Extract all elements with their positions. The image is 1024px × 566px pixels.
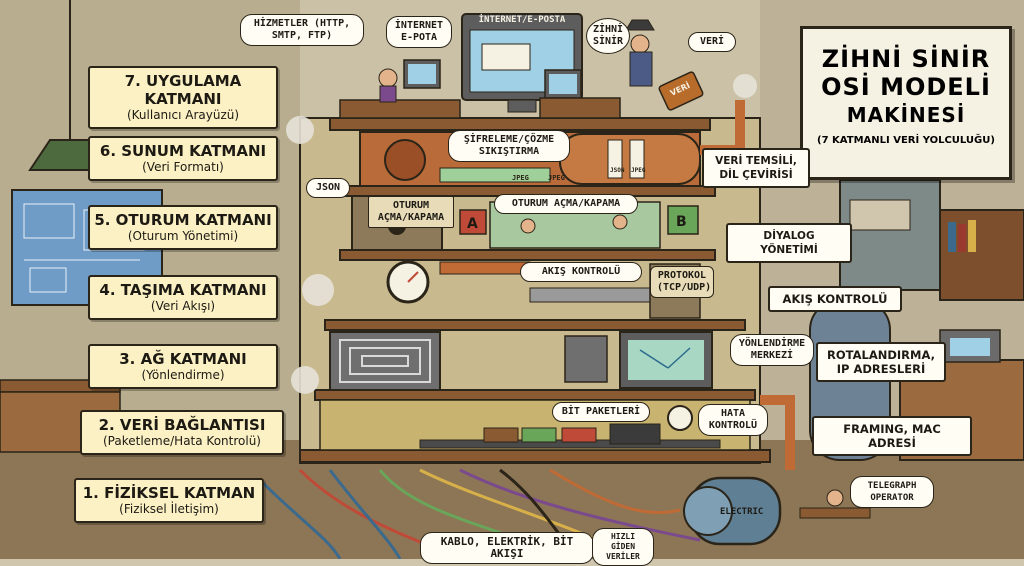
box-b-label: B [676, 214, 687, 230]
title-subtitle: (7 KATMANLI VERİ YOLCULUĞU) [817, 135, 995, 146]
layer-7-name: 7. UYGULAMA KATMANI [124, 72, 242, 108]
json-tank-text: JSON [610, 167, 625, 174]
rotalandirma-label: ROTALANDIRMA, IP ADRESLERİ [816, 342, 946, 382]
diyalog-label: DİYALOG YÖNETİMİ [726, 223, 852, 263]
bit-paketleri-callout: BİT PAKETLERİ [552, 402, 650, 422]
yonlendirme-merkezi-callout: YÖNLENDİRME MERKEZİ [730, 334, 814, 366]
layer-5-name: 5. OTURUM KATMANI [94, 211, 272, 229]
sifreleme-callout: ŞİFRELEME/ÇÖZME SIKIŞTIRMA [448, 130, 570, 162]
json-callout: JSON [306, 178, 350, 198]
layer-2-name: 2. VERİ BAĞLANTISI [98, 416, 266, 434]
akis-kontrolu-callout: AKIŞ KONTROLÜ [520, 262, 642, 282]
layer-6-label: 6. SUNUM KATMANI (Veri Formatı) [88, 136, 278, 181]
layer-6-desc: (Veri Formatı) [142, 160, 224, 174]
layer-3-name: 3. AĞ KATMANI [119, 350, 247, 368]
title-line-1: ZİHNİ SİNİR [821, 45, 991, 73]
hizmetler-callout: HİZMETLER (HTTP, SMTP, FTP) [240, 14, 364, 46]
oturum-acma-kapama-box: OTURUM AÇMA/KAPAMA [368, 196, 454, 228]
layer-4-name: 4. TAŞIMA KATMANI [99, 281, 267, 299]
layer-2-label: 2. VERİ BAĞLANTISI (Paketleme/Hata Kontr… [80, 410, 284, 455]
layer-5-label: 5. OTURUM KATMANI (Oturum Yönetimi) [88, 205, 278, 250]
layer-4-label: 4. TAŞIMA KATMANI (Veri Akışı) [88, 275, 278, 320]
oturum-acma-kapama-callout: OTURUM AÇMA/KAPAMA [494, 194, 638, 214]
veri-callout: VERİ [688, 32, 736, 52]
layer-5-desc: (Oturum Yönetimi) [127, 229, 239, 243]
layer-4-desc: (Veri Akışı) [150, 299, 216, 313]
layer-3-label: 3. AĞ KATMANI (Yönlendirme) [88, 344, 278, 389]
hata-kontrolu-callout: HATA KONTROLÜ [698, 404, 768, 436]
title-line-3: MAKİNESİ [846, 103, 966, 127]
veri-temsili-label: VERİ TEMSİLİ, DİL ÇEVİRİSİ [702, 148, 810, 188]
akis-kontrolu-right-label: AKIŞ KONTROLÜ [768, 286, 902, 312]
layer-7-desc: (Kullanıcı Arayüzü) [126, 108, 240, 122]
box-a-label: A [467, 216, 478, 232]
layer-2-desc: (Paketleme/Hata Kontrolü) [103, 434, 261, 448]
monitor-title: İNTERNET/E-POSTA [478, 15, 566, 25]
framing-label: FRAMING, MAC ADRESİ [812, 416, 972, 456]
zihni-sinir-callout: ZİHNİ SİNİR [586, 18, 630, 54]
protokol-callout: PROTOKOL (TCP/UDP) [650, 266, 714, 298]
layer-1-name: 1. FİZİKSEL KATMAN [82, 484, 256, 502]
hizli-giden-callout: HIZLI GİDEN VERİLER [592, 528, 654, 566]
jpeg-right-text: JPEG [512, 174, 529, 182]
telegraph-operator-callout: TELEGRAPH OPERATOR [850, 476, 934, 508]
title-board: ZİHNİ SİNİR OSİ MODELİ MAKİNESİ (7 KATMA… [800, 26, 1012, 180]
jpeg-tank-text: JPEG [631, 167, 646, 174]
layer-6-name: 6. SUNUM KATMANI [99, 142, 267, 160]
layer-1-desc: (Fiziksel İletişim) [119, 502, 219, 516]
internet-eposta-callout: İNTERNET E-POTA [386, 16, 452, 48]
layer-7-label: 7. UYGULAMA KATMANI (Kullanıcı Arayüzü) [88, 66, 278, 129]
jpeg-text: JPEG [548, 174, 565, 182]
kablo-callout: KABLO, ELEKTRİK, BİT AKIŞI [420, 532, 594, 564]
layer-1-label: 1. FİZİKSEL KATMAN (Fiziksel İletişim) [74, 478, 264, 523]
layer-3-desc: (Yönlendirme) [141, 368, 225, 382]
electric-label: ELECTRIC [720, 507, 763, 517]
title-line-2: OSİ MODELİ [821, 73, 991, 101]
